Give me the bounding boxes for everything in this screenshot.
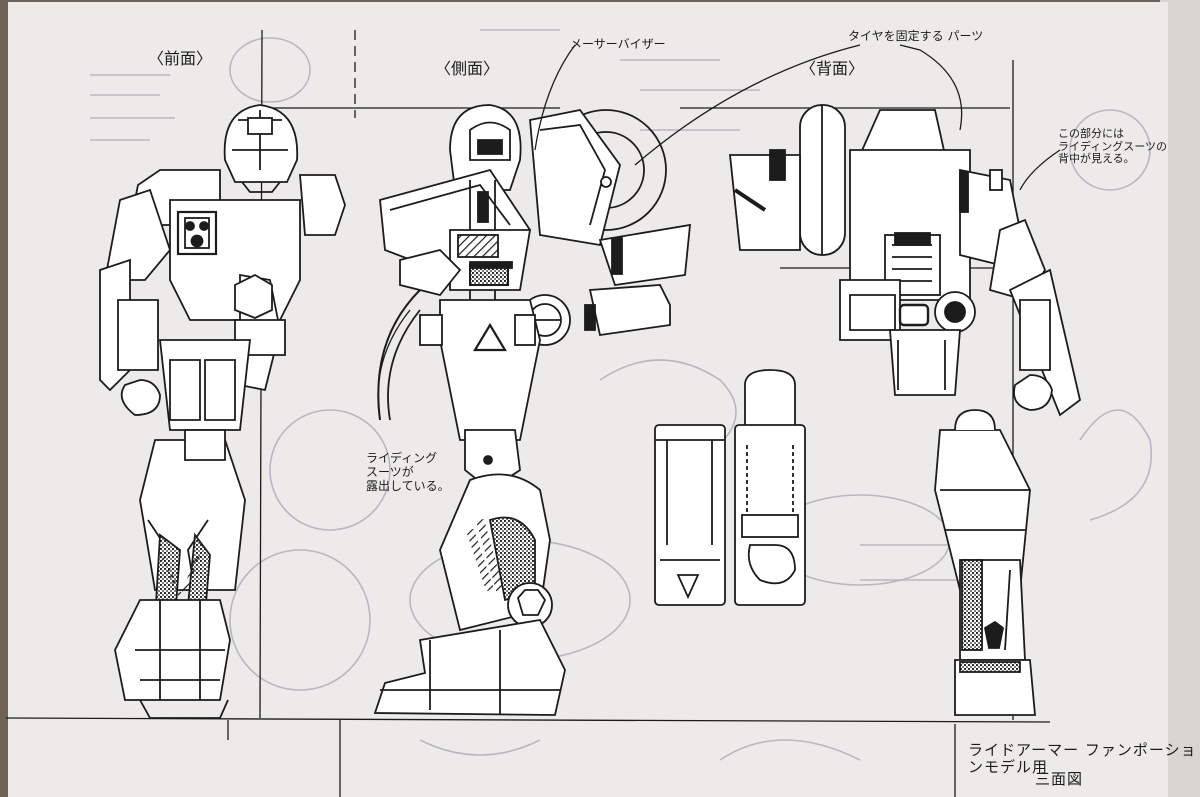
- detached-parts: [654, 369, 806, 606]
- tire-parts-annotation: タイヤを固定する パーツ: [848, 29, 984, 43]
- riding-suit-back-annotation: この部分には ライディングスーツの 背中が見える。: [1058, 127, 1168, 166]
- side-view-figure: [373, 104, 692, 716]
- leader-lines: [377, 44, 1061, 421]
- visor-annotation: メーサーバイザー: [570, 37, 666, 51]
- suit-exposed-annotation: ライディング スーツが 露出している。: [366, 451, 450, 493]
- sheet-subtitle: 三面図: [1035, 770, 1084, 788]
- back-view-label: 〈背面〉: [800, 59, 865, 78]
- front-view-figure: [99, 104, 346, 719]
- side-view-label: 〈側面〉: [435, 59, 500, 78]
- back-view-figure: [729, 104, 1082, 716]
- sheet-title: ライドアーマー ファンポーションモデル用: [968, 741, 1197, 777]
- front-view-label: 〈前面〉: [148, 49, 213, 68]
